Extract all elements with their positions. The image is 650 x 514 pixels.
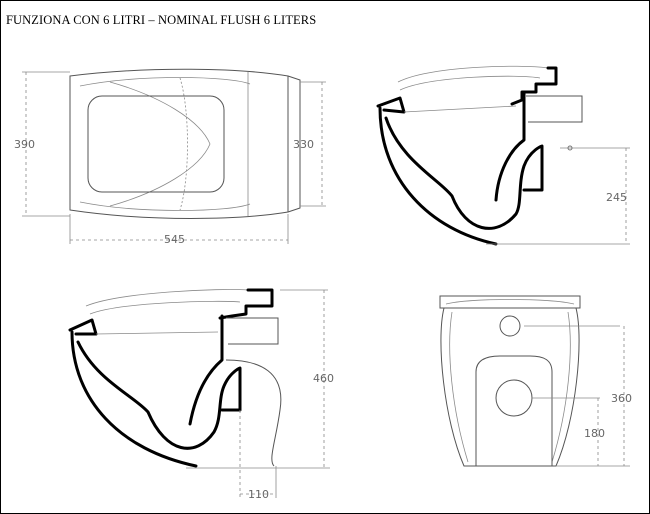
top-view [22, 68, 326, 244]
rear-view [439, 295, 630, 467]
dim-top-width: 390 [14, 138, 35, 151]
dim-side-lower-outlet: 110 [248, 488, 269, 501]
side-view-upper [376, 65, 630, 246]
dim-rear-inlet: 360 [611, 392, 632, 405]
dim-top-rear: 330 [293, 138, 314, 151]
dim-rear-outlet: 180 [584, 427, 605, 440]
dim-side-upper-height: 245 [606, 191, 627, 204]
dim-top-length: 545 [164, 233, 185, 246]
drawing-title: FUNZIONA CON 6 LITRI – NOMINAL FLUSH 6 L… [6, 13, 317, 27]
side-view-lower [68, 288, 330, 498]
dim-side-lower-height: 460 [313, 372, 334, 385]
